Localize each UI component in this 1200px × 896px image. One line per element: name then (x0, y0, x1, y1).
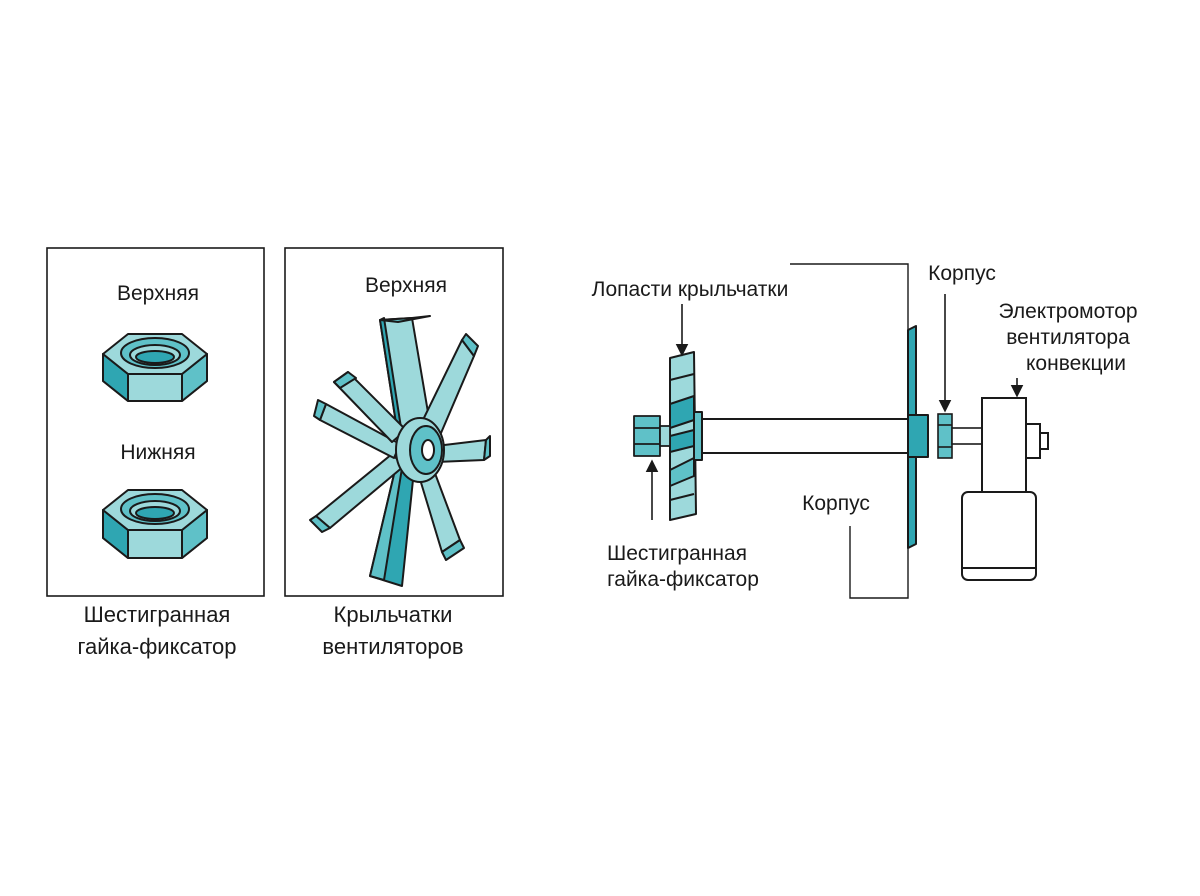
impeller-panel-frame (284, 247, 504, 597)
motor-shaft (951, 427, 985, 445)
fan-shaft (697, 418, 909, 454)
impeller-panel: Верхняя (284, 247, 504, 659)
housing-bottom-label: Корпус (802, 492, 870, 515)
nuts-panel: Верхняя Нижняя Шестигранная гайка-фиксат… (46, 247, 265, 659)
motor-label-line2: вентилятора (1006, 326, 1130, 349)
nuts-caption-line1: Шестигранная (84, 602, 231, 627)
fan-nut-icon (633, 415, 671, 457)
impeller-caption-line2: вентиляторов (322, 634, 463, 659)
hex-nut-top-icon (102, 333, 208, 402)
motor-label-line1: Электромотор (998, 300, 1137, 323)
nut-label-line1: Шестигранная (607, 542, 747, 565)
housing-top-label: Корпус (928, 262, 996, 285)
convection-fan-motor (961, 397, 1049, 581)
impeller-side-icon (669, 351, 703, 521)
nuts-caption-line2: гайка-фиксатор (77, 634, 236, 659)
assembly-diagram: Лопасти крыльчатки Корпус Электромотор в… (592, 262, 1138, 599)
motor-nut-icon (937, 413, 953, 459)
housing-wall (907, 325, 929, 549)
impeller-top-label: Верхняя (365, 274, 447, 297)
impeller-caption-line1: Крыльчатки (334, 602, 453, 627)
hex-nut-bottom-icon (102, 489, 208, 559)
motor-label-line3: конвекции (1026, 352, 1126, 375)
nuts-panel-frame (46, 247, 265, 597)
nut-top-label: Верхняя (117, 282, 199, 305)
housing-top-leader (790, 263, 909, 410)
nut-bottom-label: Нижняя (120, 441, 195, 464)
housing-bottom-leader (849, 465, 909, 599)
nut-label-line2: гайка-фиксатор (607, 568, 759, 591)
blades-label: Лопасти крыльчатки (592, 278, 789, 301)
impeller-icon (309, 315, 491, 587)
